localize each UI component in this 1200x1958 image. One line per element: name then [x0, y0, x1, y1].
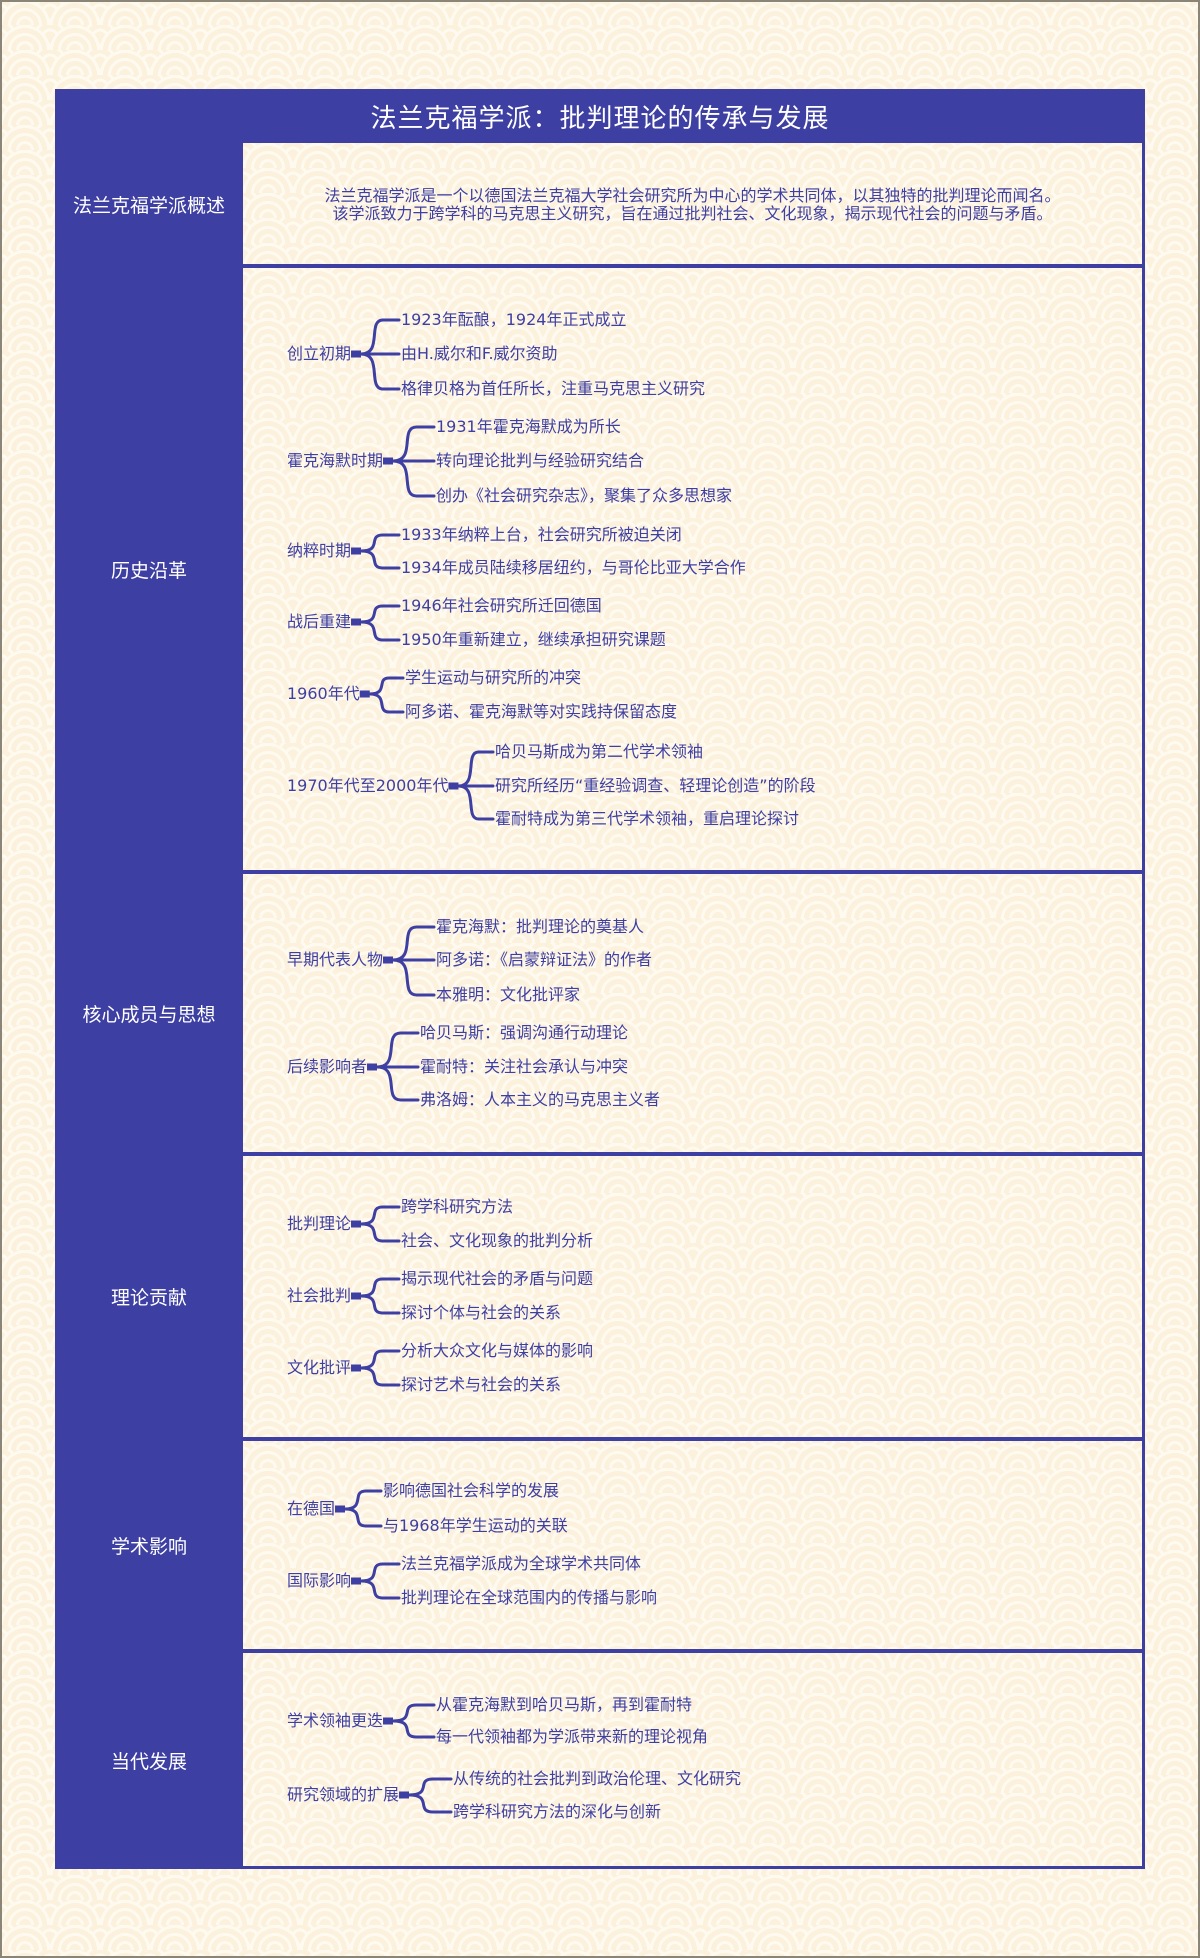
leaf-node: 跨学科研究方法的深化与创新	[453, 1802, 662, 1821]
leaf-node: 1933年纳粹上台，社会研究所被迫关闭	[401, 525, 682, 544]
leaf-node: 学生运动与研究所的冲突	[405, 668, 582, 687]
leaf-node: 法兰克福学派成为全球学术共同体	[401, 1554, 642, 1573]
section-label-influence: 学术影响	[110, 1535, 187, 1558]
group-label: 学术领袖更迭	[287, 1711, 384, 1730]
group-label: 国际影响	[287, 1571, 352, 1590]
leaf-node: 1946年社会研究所迁回德国	[401, 596, 602, 615]
leaf-node: 研究所经历“重经验调查、轻理论创造”的阶段	[495, 776, 816, 795]
leaf-node: 弗洛姆：人本主义的马克思主义者	[420, 1090, 661, 1109]
leaf-node: 霍耐特成为第三代学术领袖，重启理论探讨	[495, 809, 800, 828]
section-label-history: 历史沿革	[110, 559, 187, 582]
section-divider	[243, 1152, 1142, 1156]
leaf-node: 跨学科研究方法	[401, 1197, 514, 1216]
group-label: 社会批判	[287, 1286, 352, 1305]
group-label: 早期代表人物	[287, 950, 384, 969]
group-label: 1970年代至2000年代	[287, 776, 449, 795]
leaf-node: 与1968年学生运动的关联	[383, 1516, 568, 1535]
group-label: 霍克海默时期	[287, 451, 384, 470]
section-label-contemporary: 当代发展	[110, 1750, 187, 1773]
leaf-node: 分析大众文化与媒体的影响	[401, 1341, 594, 1360]
summary-line: 法兰克福学派是一个以德国法兰克福大学社会研究所为中心的学术共同体，以其独特的批判…	[324, 185, 1061, 205]
group-label: 战后重建	[287, 612, 352, 631]
section-label-contributions: 理论贡献	[110, 1287, 187, 1309]
leaf-node: 1923年酝酿，1924年正式成立	[401, 310, 627, 329]
group-label: 后续影响者	[287, 1057, 368, 1076]
group-label: 1960年代	[287, 684, 360, 703]
leaf-node: 探讨艺术与社会的关系	[401, 1375, 562, 1394]
leaf-node: 哈贝马斯：强调沟通行动理论	[420, 1023, 629, 1042]
leaf-node: 阿多诺、霍克海默等对实践持保留态度	[405, 702, 678, 721]
leaf-node: 社会、文化现象的批判分析	[401, 1231, 594, 1250]
section-divider	[243, 264, 1142, 268]
group-label: 纳粹时期	[287, 541, 352, 560]
section-divider	[243, 870, 1142, 874]
page-title: 法兰克福学派：批判理论的传承与发展	[370, 103, 830, 134]
leaf-node: 每一代领袖都为学派带来新的理论视角	[436, 1727, 709, 1746]
leaf-node: 1931年霍克海默成为所长	[436, 417, 621, 436]
leaf-node: 从传统的社会批判到政治伦理、文化研究	[453, 1769, 742, 1788]
group-label: 批判理论	[287, 1214, 352, 1233]
section-label-core-members: 核心成员与思想	[82, 1003, 216, 1026]
leaf-node: 揭示现代社会的矛盾与问题	[401, 1269, 594, 1288]
content-area	[243, 143, 1142, 1866]
summary-line: 该学派致力于跨学科的马克思主义研究，旨在通过批判社会、文化现象，揭示现代社会的问…	[332, 203, 1053, 223]
leaf-node: 霍克海默：批判理论的奠基人	[436, 917, 645, 936]
leaf-node: 格律贝格为首任所长，注重马克思主义研究	[401, 379, 706, 398]
leaf-node: 由H.威尔和F.威尔资助	[401, 344, 558, 363]
leaf-node: 转向理论批判与经验研究结合	[436, 451, 645, 470]
leaf-node: 本雅明：文化批评家	[436, 985, 581, 1004]
group-label: 研究领域的扩展	[287, 1785, 400, 1804]
group-label: 在德国	[287, 1499, 336, 1518]
leaf-node: 1934年成员陆续移居纽约，与哥伦比亚大学合作	[401, 558, 746, 577]
leaf-node: 创办《社会研究杂志》，聚集了众多思想家	[436, 486, 733, 505]
leaf-node: 探讨个体与社会的关系	[401, 1303, 562, 1322]
leaf-node: 霍耐特：关注社会承认与冲突	[420, 1057, 629, 1076]
leaf-node: 哈贝马斯成为第二代学术领袖	[495, 742, 704, 761]
section-divider	[243, 1437, 1142, 1441]
overview-summary: 法兰克福学派是一个以德国法兰克福大学社会研究所为中心的学术共同体，以其独特的批判…	[243, 143, 1142, 266]
group-label: 文化批评	[287, 1358, 352, 1377]
group-label: 创立初期	[287, 344, 352, 363]
leaf-node: 1950年重新建立，继续承担研究课题	[401, 630, 666, 649]
leaf-node: 影响德国社会科学的发展	[383, 1481, 560, 1500]
section-divider	[243, 1649, 1142, 1653]
leaf-node: 从霍克海默到哈贝马斯，再到霍耐特	[436, 1695, 693, 1714]
leaf-node: 阿多诺：《启蒙辩证法》的作者	[436, 950, 653, 969]
leaf-node: 批判理论在全球范围内的传播与影响	[401, 1588, 658, 1607]
section-label-overview: 法兰克福学派概述	[72, 195, 225, 217]
